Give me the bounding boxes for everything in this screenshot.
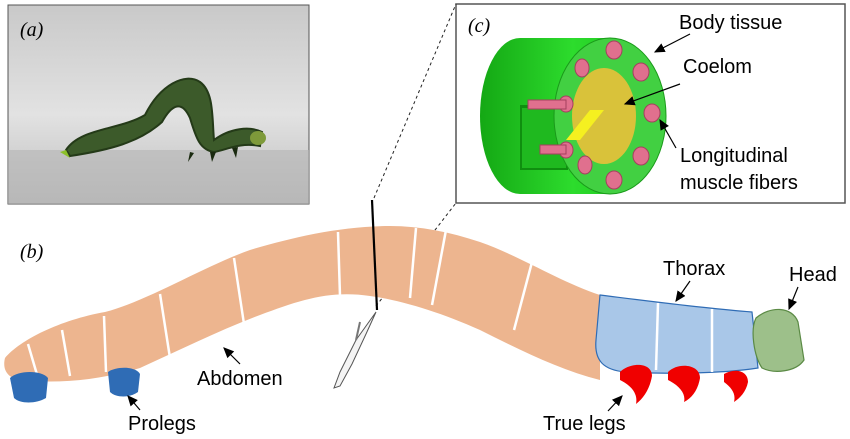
segment-lines	[26, 227, 534, 379]
label-head: Head	[789, 264, 837, 286]
label-prolegs: Prolegs	[128, 413, 196, 435]
label-muscle-line2: muscle fibers	[680, 172, 798, 194]
caterpillar-body	[4, 226, 805, 404]
muscle-fibers	[558, 40, 661, 190]
true-legs	[620, 364, 748, 404]
label-coelom: Coelom	[683, 56, 752, 78]
label-true-legs: True legs	[543, 413, 626, 435]
proleg-right	[108, 367, 140, 397]
coelom-disc	[572, 68, 636, 164]
abdomen-shape	[4, 226, 601, 382]
panel-a-label: (a)	[20, 19, 44, 41]
label-thorax: Thorax	[663, 258, 725, 280]
head-shape	[752, 308, 805, 372]
panel-b-label: (b)	[20, 241, 44, 263]
label-muscle-line1: Longitudinal	[680, 145, 788, 167]
panel-c-label: (c)	[468, 15, 491, 37]
proleg-left	[10, 372, 48, 403]
photo-panel: (a)	[7, 4, 310, 205]
thorax-shape	[595, 294, 759, 374]
cross-section-panel: (c) Body tissue Coelom Longi	[455, 3, 846, 204]
label-body-tissue: Body tissue	[679, 12, 782, 34]
label-abdomen: Abdomen	[197, 368, 283, 390]
scalpel-icon	[333, 199, 379, 389]
